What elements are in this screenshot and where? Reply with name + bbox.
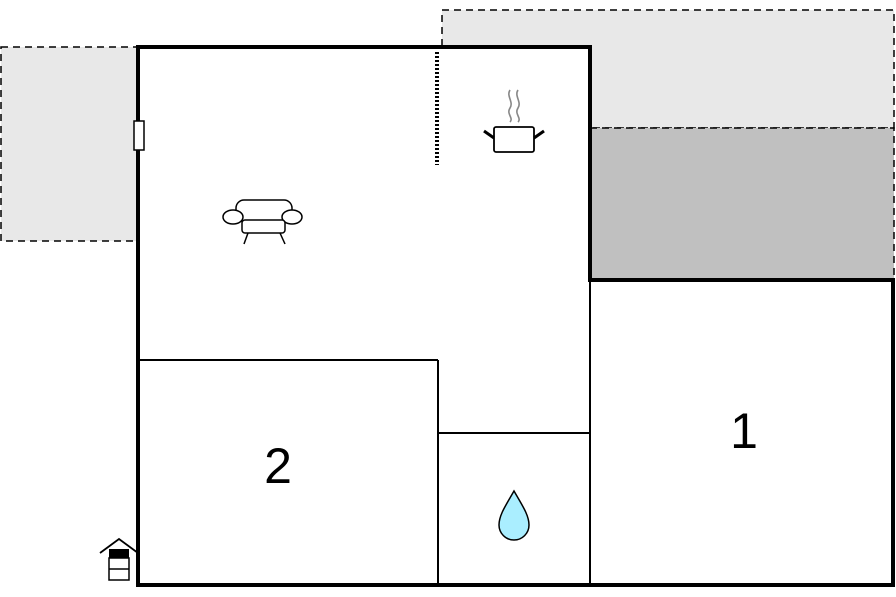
room-1-floor (590, 280, 893, 585)
interior-walls (138, 280, 591, 585)
cooking-pot-icon (483, 89, 545, 153)
room-label-1: 1 (730, 403, 758, 459)
room-label-2: 2 (264, 438, 292, 494)
terrace-left (0, 46, 139, 242)
water-drop-icon (498, 489, 530, 541)
entrance-icon (99, 537, 139, 581)
covered-terrace (589, 127, 895, 281)
sofa-icon (222, 199, 303, 245)
door-icon (133, 120, 145, 151)
outer-wall (136, 45, 895, 587)
